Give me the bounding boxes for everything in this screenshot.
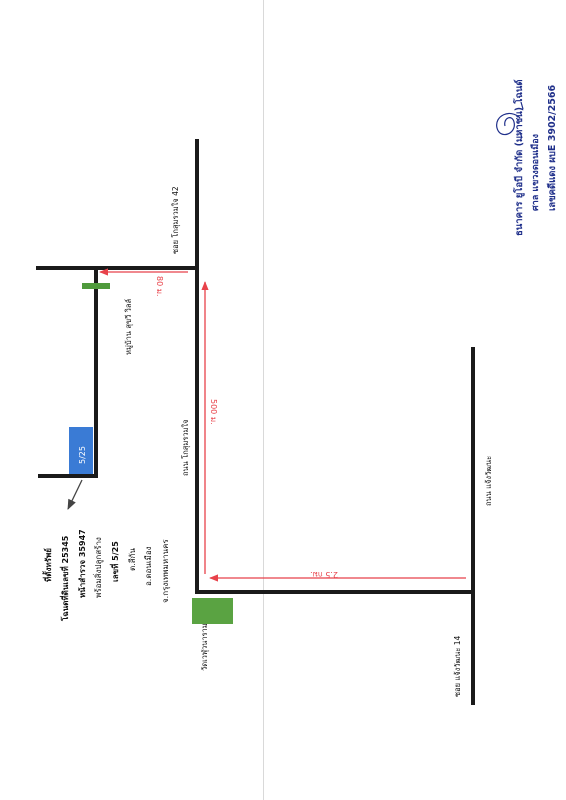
page-fold [263, 0, 264, 800]
signature [496, 101, 524, 139]
label-temple: วัดเวฬุวนาราม [200, 623, 209, 671]
property-house-no: เลขที่ 5/25 [109, 541, 120, 582]
label-road-chaengwattana: ถนน แจ้งวัฒนะ [484, 456, 493, 506]
label-soi-14: ซอย แจ้งวัฒนะ 14 [453, 635, 462, 697]
label-village: หมู่บ้าน สุขวี วิลล์ [124, 299, 133, 355]
label-distance-2-5km: 2.5 กม. [310, 570, 338, 579]
temple-marker [192, 598, 233, 624]
property-province: จ.กรุงเทพมหานคร [161, 539, 170, 603]
label-soi-42: ซอย โกสุมรวมใจ 42 [171, 186, 180, 254]
property-building: พร้อมสิ่งปลูกสร้าง [92, 537, 104, 598]
property-deed: โฉนดที่ดินเลขที่ 25345 [59, 535, 70, 622]
property-survey: หน้าสำรวจ 35947 [77, 529, 87, 598]
property-pointer-arrow [67, 479, 83, 510]
header-line1: ธนาคาร ยูโอบี จำกัด (มหาชน) โฉนด์ [513, 79, 526, 236]
label-road-kosum: ถนน โกสุมรวมใจ [181, 419, 190, 476]
label-distance-500m: 500 ม. [209, 399, 218, 425]
header-line2: ศาล แขวงดอนเมือง [529, 134, 541, 211]
label-house-number: 5/25 [78, 446, 87, 464]
house-marker [69, 427, 93, 474]
village-marker [82, 283, 110, 289]
property-district: อ.ดอนเมือง [144, 546, 153, 586]
property-subdistrict: ต.สีกัน [128, 548, 137, 571]
label-distance-80m: 80 ม. [155, 276, 164, 297]
property-title: ที่ตั้งทรัพย์ [42, 548, 53, 582]
header-line3: เลขคดีแดง ผบE 3902/2566 [546, 85, 558, 211]
